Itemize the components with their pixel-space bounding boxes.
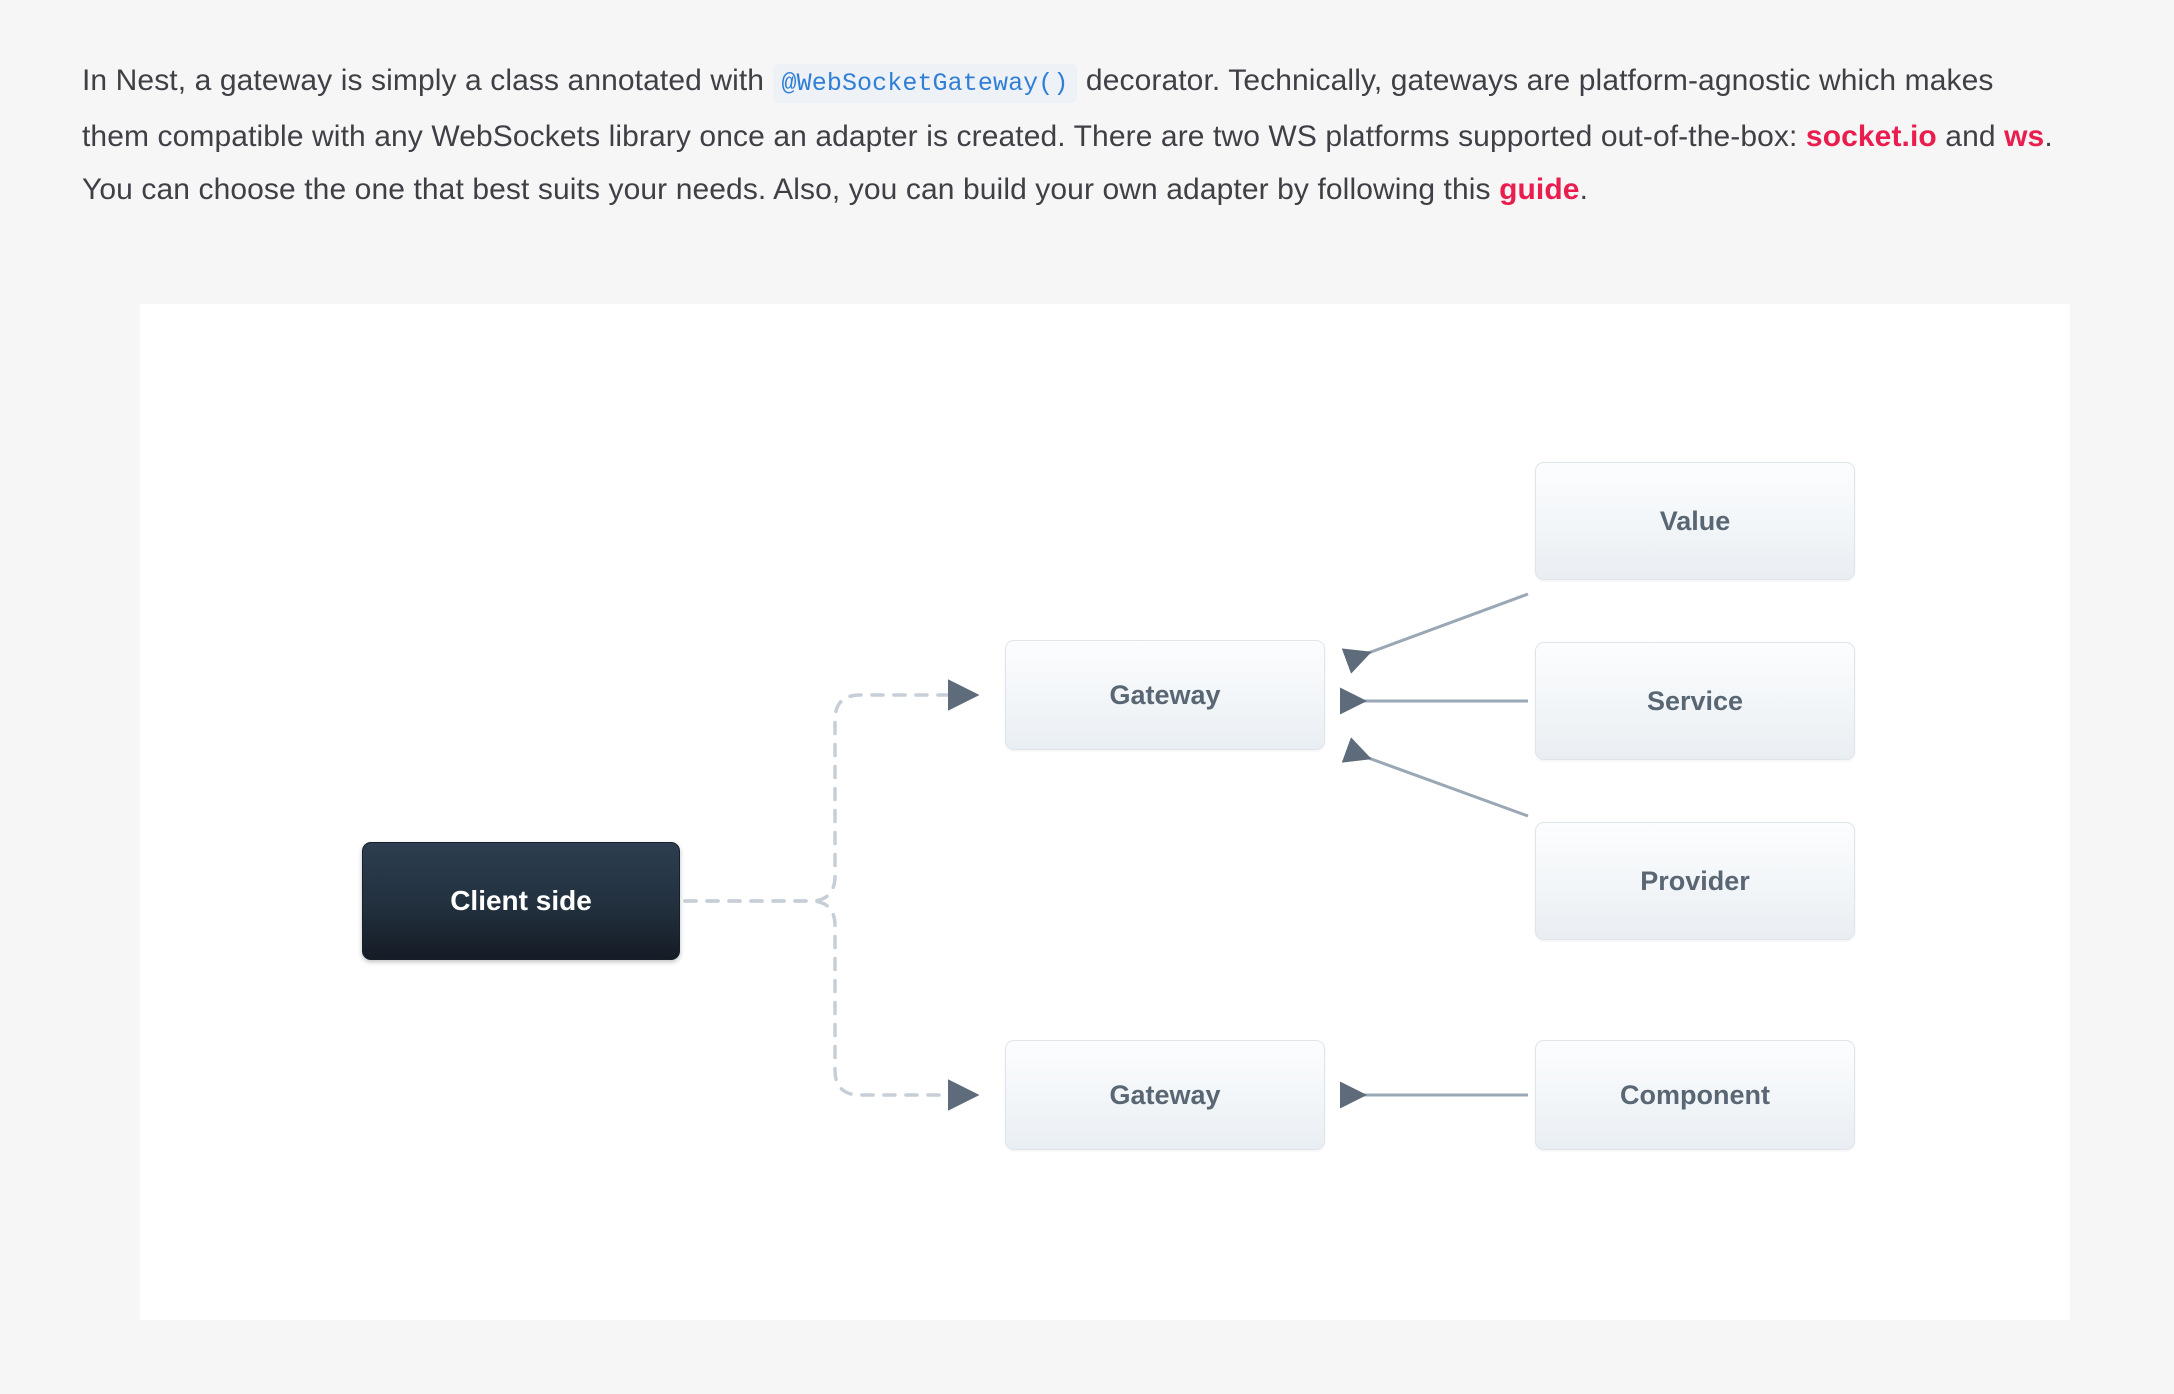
node-service[interactable]: Service — [1535, 642, 1855, 760]
ws-link[interactable]: ws — [2004, 120, 2045, 153]
node-gateway-top-label: Gateway — [1109, 679, 1221, 710]
node-gateway-top[interactable]: Gateway — [1005, 640, 1325, 750]
node-gateway-bottom-label: Gateway — [1109, 1079, 1221, 1110]
connector-provider-to-gateway-top — [1341, 737, 1529, 818]
node-provider-label: Provider — [1640, 865, 1750, 896]
gateway-architecture-diagram: Client side Gateway Gateway Value Servic… — [140, 304, 2070, 1320]
websocketgateway-code-span: @WebSocketGateway() — [772, 64, 1078, 103]
connector-client-to-gateway-bottom — [683, 899, 980, 1111]
node-provider[interactable]: Provider — [1535, 822, 1855, 940]
connector-value-to-gateway-top — [1341, 592, 1529, 674]
paragraph-text-part-1: In Nest, a gateway is simply a class ann… — [82, 64, 765, 97]
node-client-side-label: Client side — [450, 885, 592, 916]
node-client-side[interactable]: Client side — [362, 842, 680, 960]
connector-client-to-gateway-top — [683, 679, 980, 903]
node-service-label: Service — [1646, 685, 1744, 716]
node-value[interactable]: Value — [1535, 462, 1855, 580]
node-component-label: Component — [1620, 1079, 1770, 1110]
node-gateway-bottom[interactable]: Gateway — [1005, 1040, 1325, 1150]
diagram-connectors-layer — [683, 592, 1529, 1111]
paragraph-text-part-2: decorator. Technically, gateways are pla… — [82, 64, 1994, 153]
paragraph-text-part-3: . You can choose the one that best suits… — [82, 120, 2053, 206]
node-value-label: Value — [1659, 505, 1731, 536]
intro-paragraph: In Nest, a gateway is simply a class ann… — [82, 54, 2062, 216]
paragraph-conjunction: and — [1945, 120, 1996, 153]
node-component[interactable]: Component — [1535, 1040, 1855, 1150]
socketio-link[interactable]: socket.io — [1805, 120, 1937, 153]
guide-link[interactable]: guide — [1499, 173, 1580, 206]
paragraph-period: . — [1579, 173, 1588, 206]
